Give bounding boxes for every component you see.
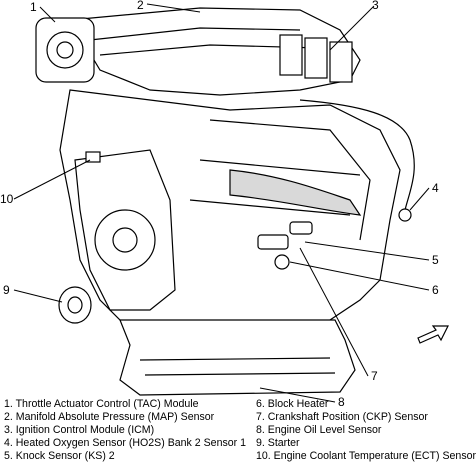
legend-item: 8. Engine Oil Level Sensor xyxy=(256,424,382,436)
callout-5: 5 xyxy=(432,253,439,267)
legend-item: 2. Manifold Absolute Pressure (MAP) Sens… xyxy=(4,411,215,423)
callout-9: 9 xyxy=(3,283,10,297)
callout-7: 7 xyxy=(371,369,378,383)
legend-column-right: 6. Block Heater 7. Crankshaft Position (… xyxy=(256,398,476,463)
legend-item: 10. Engine Coolant Temperature (ECT) Sen… xyxy=(256,450,476,462)
legend-item: 7. Crankshaft Position (CKP) Sensor xyxy=(256,411,428,423)
engine-diagram: 1 2 3 4 5 6 7 8 9 10 xyxy=(0,0,449,409)
callout-3: 3 xyxy=(372,0,379,12)
legend-column-left: 1. Throttle Actuator Control (TAC) Modul… xyxy=(4,398,254,463)
callout-2: 2 xyxy=(137,0,144,12)
callout-6: 6 xyxy=(432,283,439,297)
callout-10: 10 xyxy=(0,192,14,206)
legend-item: 3. Ignition Control Module (ICM) xyxy=(4,424,155,436)
engine-illustration xyxy=(35,7,415,396)
parts-legend: 1. Throttle Actuator Control (TAC) Modul… xyxy=(0,398,476,476)
leader-lines xyxy=(13,3,430,403)
front-arrow-icon xyxy=(417,325,449,344)
callout-8: 8 xyxy=(338,395,345,409)
legend-item: 5. Knock Sensor (KS) 2 xyxy=(4,450,115,462)
legend-item: 4. Heated Oxygen Sensor (HO2S) Bank 2 Se… xyxy=(4,437,247,449)
callout-4: 4 xyxy=(432,181,439,195)
legend-item: 9. Starter xyxy=(256,437,300,449)
callout-1: 1 xyxy=(30,0,37,14)
legend-item: 1. Throttle Actuator Control (TAC) Modul… xyxy=(4,398,199,410)
legend-item: 6. Block Heater xyxy=(256,398,329,410)
